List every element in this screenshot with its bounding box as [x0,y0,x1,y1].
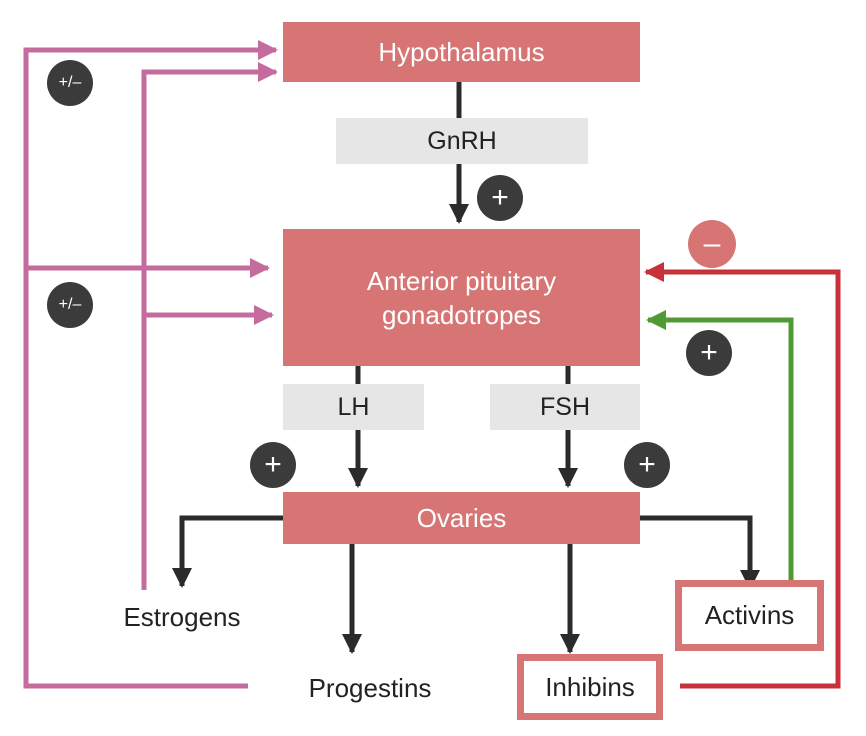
ovaries-to-estrogens-arrow [172,515,283,588]
inhibins-node: Inhibins [517,654,663,720]
estrogens-label: Estrogens [123,601,241,632]
progestins-label: Progestins [308,672,432,703]
pituitary-label-line2: gonadotropes [381,299,542,330]
progestins-node: Progestins [280,666,460,710]
ovaries-box: Ovaries [283,492,640,544]
gnrh-stimulatory-badge: + [477,175,523,221]
ovaries-label: Ovaries [416,503,507,533]
fsh-label-box: FSH [490,384,640,430]
pituitary-box: Anterior pituitary gonadotropes [283,229,640,366]
gnrh-label: GnRH [427,126,497,155]
inhibins-feedback-line [644,262,841,689]
activins-stimulatory-badge: + [686,330,732,376]
hypothalamus-box: Hypothalamus [283,22,640,82]
mixed-effect-badge-pituitary: +/– [47,282,93,328]
activins-feedback-line [646,310,794,590]
inhibins-inhibitory-badge: – [688,220,736,268]
lh-stimulatory-badge: + [250,442,296,488]
ovaries-to-activins-arrow [640,515,760,590]
estrogens-feedback-line [141,62,278,590]
activins-node: Activins [675,580,824,651]
lh-label-box: LH [283,384,424,430]
hypothalamus-label: Hypothalamus [378,37,545,67]
gnrh-label-box: GnRH [336,118,588,164]
fsh-stimulatory-badge: + [624,442,670,488]
mixed-effect-badge-hypothalamus: +/– [47,60,93,106]
lh-label: LH [337,392,370,421]
activins-label: Activins [704,600,795,630]
estrogens-node: Estrogens [96,596,268,638]
pituitary-label-line1: Anterior pituitary [366,265,557,296]
inhibins-label: Inhibins [545,671,635,702]
progestins-feedback-line [23,40,278,689]
fsh-label: FSH [540,392,590,421]
